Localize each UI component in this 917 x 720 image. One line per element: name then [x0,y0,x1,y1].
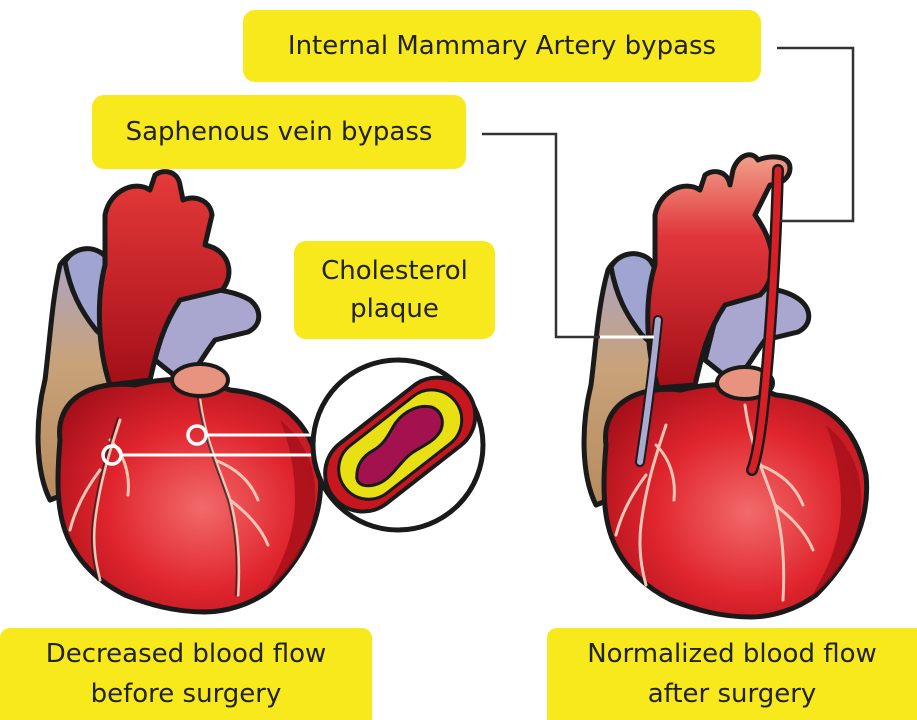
label-cholesterol-plaque: Cholesterol plaque [294,241,495,339]
before-caption-line-1: Decreased blood flow [46,634,327,674]
heart-before-illustration [38,172,330,612]
after-caption-line-2: after surgery [648,674,817,714]
caption-after-surgery: Normalized blood flow after surgery [547,628,917,720]
label-saphenous-vein-bypass: Saphenous vein bypass [92,95,466,169]
caption-before-surgery: Decreased blood flow before surgery [0,628,372,720]
plaque-label-line-1: Cholesterol [321,252,468,290]
left-heart-appendage [172,364,228,396]
plaque-label-line-2: plaque [350,290,439,328]
label-internal-mammary-artery-bypass: Internal Mammary Artery bypass [243,10,761,82]
after-caption-line-1: Normalized blood flow [587,634,877,674]
heart-after-illustration [584,155,867,617]
artery-cross-section-magnifier [310,360,491,530]
before-caption-line-2: before surgery [91,674,282,714]
